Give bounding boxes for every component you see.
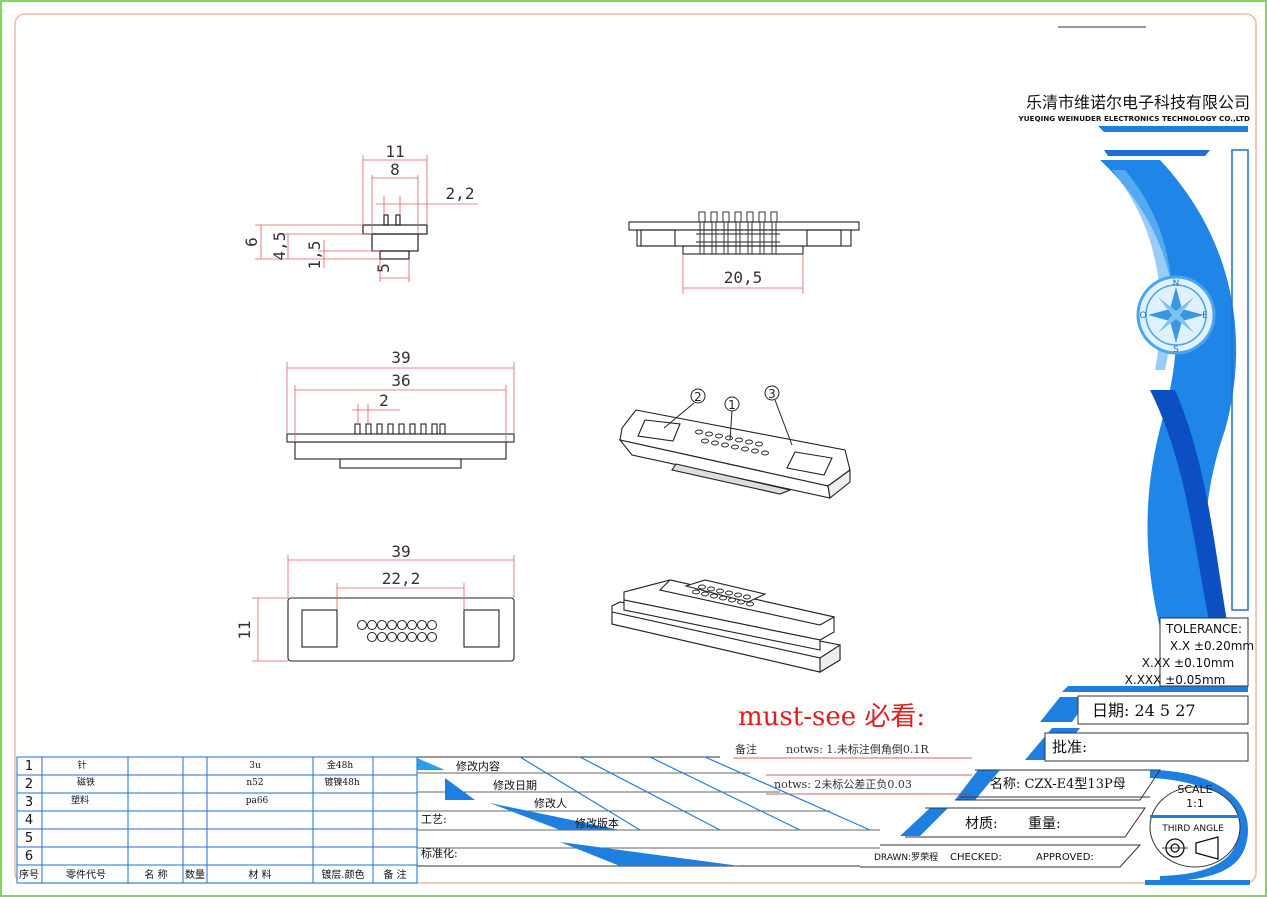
bom-plating: 镀镍48h [324, 776, 359, 788]
bom-header-name: 名 称 [144, 868, 167, 881]
tolerance-title: TOLERANCE: [1165, 622, 1242, 636]
bom-no: 6 [25, 849, 33, 864]
bom-code: 针 [77, 759, 86, 771]
weight-label: 重量: [1028, 816, 1061, 832]
compass-o: O [1139, 311, 1146, 321]
must-see-heading: must-see 必看: [738, 702, 925, 732]
bom-material: pa66 [246, 796, 269, 806]
remark-label: 备注 [735, 742, 757, 756]
dim-bottom-11: 11 [235, 620, 254, 639]
company-name-cn: 乐清市维诺尔电子科技有限公司 [1026, 93, 1250, 112]
drawn-label: DRAWN:罗荣程 [874, 851, 938, 863]
dim-side-5: 5 [374, 263, 393, 273]
approve-field: 批准: [1052, 738, 1087, 756]
craft-label: 工艺: [421, 813, 447, 826]
tolerance-box: TOLERANCE: X.X ±0.20mm X.XX ±0.10mm X.XX… [1125, 617, 1254, 687]
compass-n: N [1173, 279, 1180, 289]
dim-side-4-5: 4,5 [270, 232, 289, 261]
rev-date-label: 修改日期 [493, 778, 537, 792]
front-top-view [628, 211, 860, 255]
dim-front-2: 2 [379, 391, 389, 410]
dim-side-6: 6 [242, 237, 261, 247]
bom-header-no: 序号 [19, 868, 39, 881]
scale-badge: SCALE 1:1 THIRD ANGLE [1149, 783, 1241, 868]
note-1: notws: 1.未标注倒角倒0.1R [786, 742, 929, 756]
company-name-en: YUEQING WEINUDER ELECTRONICS TECHNOLOGY … [1018, 114, 1251, 123]
bom-table [16, 756, 418, 884]
side-view-dims [255, 155, 478, 282]
bom-no: 4 [25, 813, 33, 828]
bom-no: 3 [25, 795, 33, 810]
rev-version-label: 修改版本 [575, 816, 619, 830]
bom-material: n52 [246, 778, 263, 788]
bom-header-material: 材 料 [248, 868, 271, 881]
dim-side-8: 8 [390, 160, 400, 179]
blue-swoosh [900, 126, 1250, 885]
bom-plating: 金48h [327, 759, 353, 771]
material-label: 材质: [965, 816, 998, 832]
tolerance-line-1: X.X ±0.20mm [1170, 639, 1254, 653]
bom-no: 1 [25, 759, 33, 774]
iso-view-bottom [611, 579, 841, 673]
bottom-view [287, 597, 515, 662]
scale-value: 1:1 [1186, 797, 1204, 810]
bom-no: 5 [25, 831, 33, 846]
tolerance-line-2: X.XX ±0.10mm [1142, 656, 1234, 670]
revision-block: 修改内容 修改日期 修改人 修改版本 工艺: 标准化: [417, 756, 880, 867]
tolerance-line-3: X.XXX ±0.05mm [1125, 673, 1226, 687]
rev-content-label: 修改内容 [456, 759, 500, 773]
part-name: 名称: CZX-E4型13P母 [990, 776, 1126, 792]
date-field: 日期: 24 5 27 [1092, 701, 1196, 720]
checked-label: CHECKED: [950, 852, 1002, 863]
dim-bottom-22-2: 22,2 [382, 569, 421, 588]
approved-label: APPROVED: [1036, 852, 1094, 863]
balloons [663, 385, 793, 446]
inner-border [14, 13, 1257, 884]
dim-side-2-2: 2,2 [446, 184, 475, 203]
bom-header-qty: 数量 [185, 868, 205, 881]
compass-s: S [1173, 345, 1179, 355]
compass-e: E [1202, 311, 1208, 321]
front-view [286, 423, 515, 469]
dim-front-top-20-5: 20,5 [724, 268, 763, 287]
note-2: notws: 2未标公差正负0.03 [774, 777, 912, 791]
dim-front-39: 39 [391, 348, 410, 367]
bom-header-code: 零件代号 [66, 869, 106, 881]
iso-view-top [618, 409, 851, 500]
rev-person-label: 修改人 [534, 796, 567, 810]
bom-header-plating: 镀层.颜色 [321, 868, 364, 881]
standard-label: 标准化: [421, 846, 458, 860]
bom-code: 塑料 [71, 794, 89, 806]
scale-label: SCALE [1177, 783, 1212, 796]
bom-cells: 1 针 3u 金48h 2 磁铁 n52 镀镍48h 3 塑料 pa66 4 5… [19, 759, 407, 881]
dim-side-1-5: 1,5 [305, 241, 324, 270]
bom-header-note: 备 注 [383, 868, 406, 881]
dim-front-36: 36 [391, 371, 410, 390]
bom-code: 磁铁 [77, 776, 95, 788]
balloon-3: 3 [768, 387, 776, 401]
bom-material: 3u [249, 761, 261, 771]
compass-logo: N E S O [1136, 275, 1216, 355]
side-view [362, 214, 428, 260]
dim-bottom-39: 39 [391, 542, 410, 561]
balloon-2: 2 [694, 390, 702, 404]
third-angle-label: THIRD ANGLE [1161, 824, 1224, 834]
dim-side-11: 11 [385, 142, 404, 161]
balloon-1: 1 [728, 398, 736, 412]
bom-no: 2 [25, 777, 33, 792]
